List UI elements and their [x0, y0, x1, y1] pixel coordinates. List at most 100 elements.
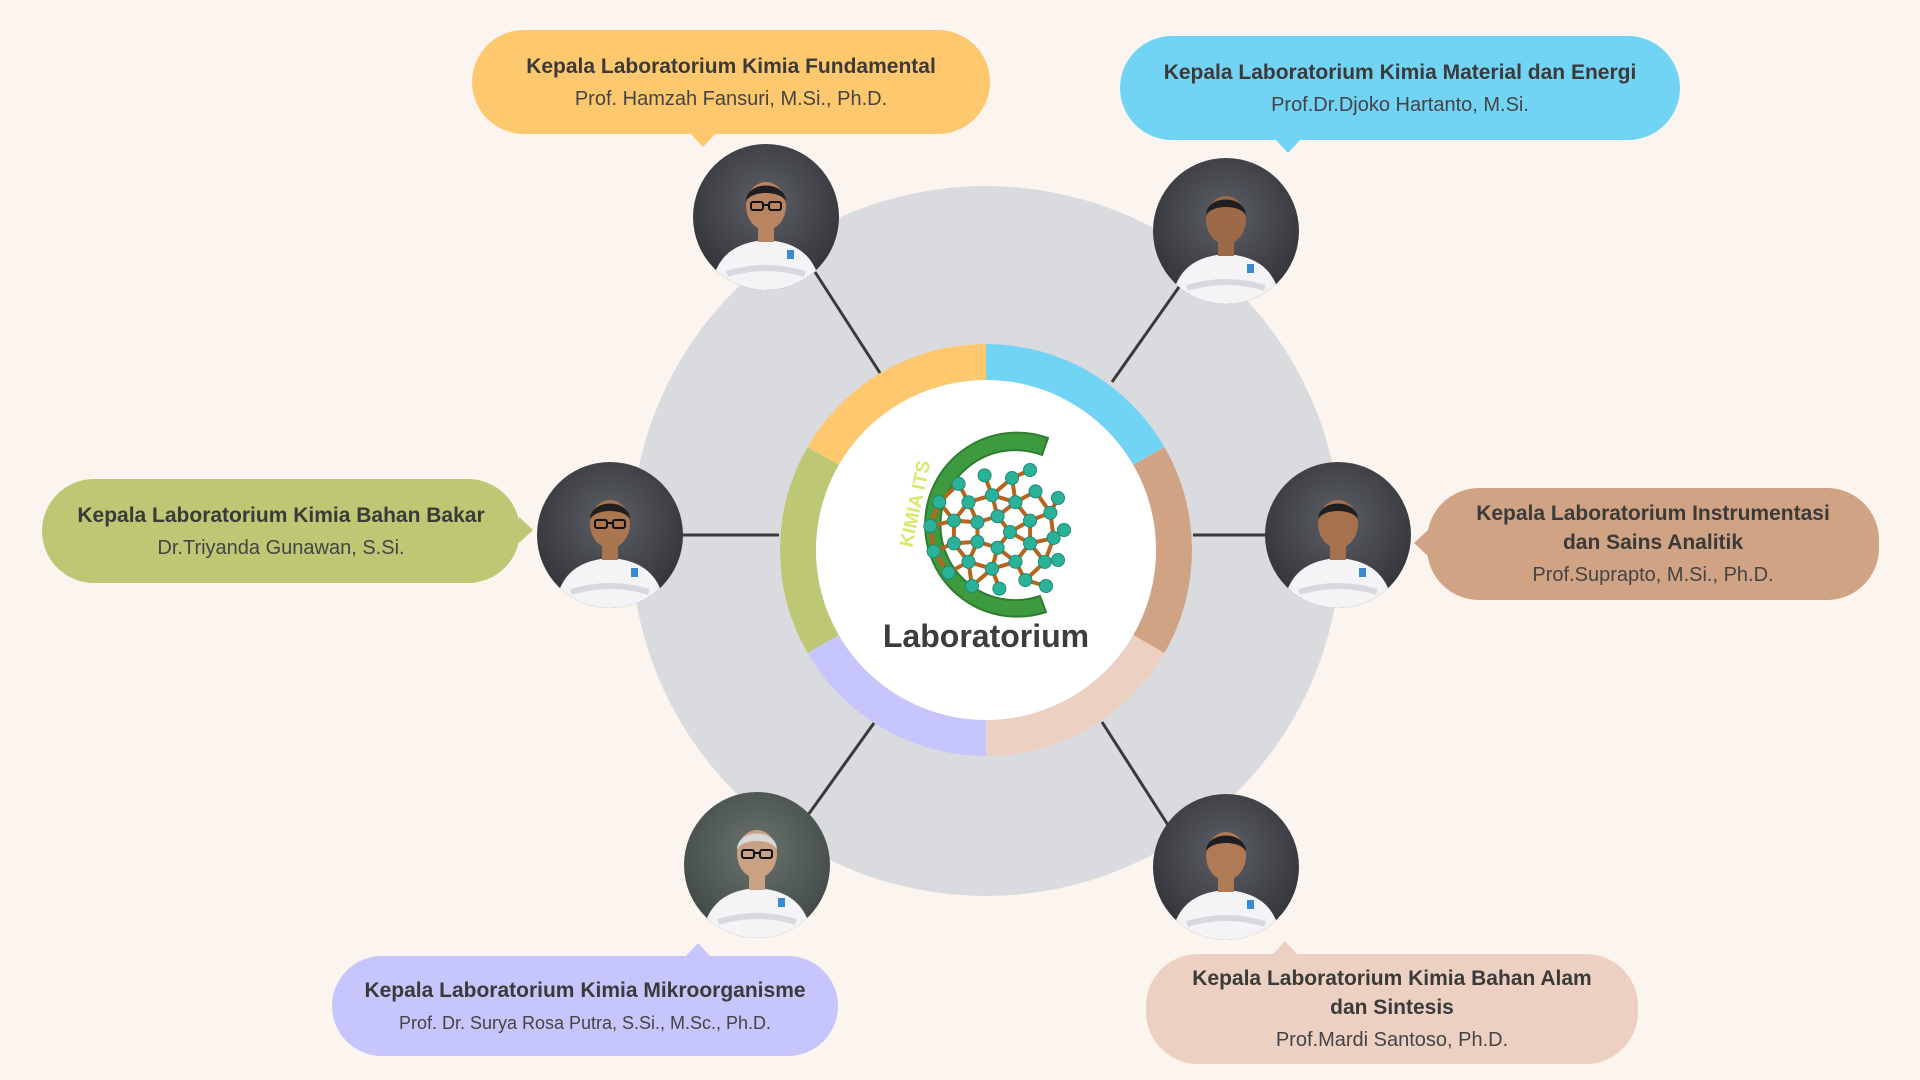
portrait-fundamental — [693, 144, 839, 290]
person-photo — [1265, 462, 1411, 608]
hair — [1206, 199, 1246, 216]
glasses — [594, 519, 626, 529]
connector-material-energi — [1110, 286, 1181, 383]
connector-bahan-alam — [1100, 721, 1170, 826]
bubble-title: Kepala Laboratorium Kimia Material dan E… — [1163, 60, 1637, 84]
atom — [1057, 523, 1071, 537]
glasses — [741, 849, 773, 859]
buckyball-molecule — [923, 463, 1071, 596]
bubble-material-energi: Kepala Laboratorium Kimia Material dan E… — [1120, 36, 1680, 153]
atom — [1043, 505, 1058, 520]
portrait-material-energi — [1153, 158, 1299, 304]
atom — [1046, 530, 1061, 545]
its-badge — [1359, 568, 1366, 577]
ring-segment-instrumentasi — [1133, 447, 1192, 653]
atom — [985, 561, 999, 576]
bubble-bahan-bakar: Kepala Laboratorium Kimia Bahan Bakar Dr… — [42, 479, 533, 583]
bubble-bahan-alam: Kepala Laboratorium Kimia Bahan Alam dan… — [1146, 941, 1638, 1064]
atom — [1008, 554, 1023, 569]
bubble-title: Kepala Laboratorium Kimia Bahan Bakar — [77, 503, 485, 527]
bubble-title-line-1: Kepala Laboratorium Instrumentasi — [1476, 502, 1830, 525]
atom — [977, 468, 992, 483]
hair — [1206, 835, 1246, 852]
its-badge — [1247, 264, 1254, 273]
center-disc — [816, 380, 1156, 720]
bubble-title-line-2: dan Sains Analitik — [1562, 531, 1744, 554]
atom — [932, 495, 947, 510]
connector-mikroorganisme — [806, 722, 876, 816]
atom — [1003, 525, 1017, 539]
bubble-name: Prof.Suprapto, M.Si., Ph.D. — [1532, 564, 1774, 586]
atom — [1023, 536, 1038, 551]
atom — [1008, 495, 1023, 510]
atom — [1051, 553, 1065, 567]
bubble-tail — [690, 133, 716, 147]
bubble-fundamental: Kepala Laboratorium Kimia Fundamental Pr… — [472, 30, 990, 147]
person-photo — [684, 792, 830, 938]
bubble-tail — [1275, 139, 1301, 153]
its-badge — [1247, 900, 1254, 909]
bubble-tail — [685, 943, 711, 957]
atom — [946, 536, 961, 551]
atom — [1023, 513, 1038, 528]
atom — [961, 554, 976, 569]
bubble-mikroorganisme: Kepala Laboratorium Kimia Mikroorganisme… — [332, 943, 838, 1056]
molecule-atoms — [923, 463, 1071, 596]
ring-segment-mikroorganisme — [807, 635, 986, 756]
its-badge — [631, 568, 638, 577]
hair — [737, 833, 777, 850]
atom — [990, 509, 1005, 524]
ring-segment-bahan-bakar — [780, 447, 839, 653]
color-ring — [780, 344, 1192, 756]
atom — [1023, 463, 1037, 477]
atom — [946, 513, 961, 528]
atom — [1028, 484, 1043, 499]
atom — [964, 578, 979, 593]
person-photo — [1153, 794, 1299, 940]
atom — [1018, 573, 1033, 588]
ring-segment-material-energi — [986, 344, 1165, 465]
portrait-bahan-alam — [1153, 794, 1299, 940]
ring-segment-fundamental — [807, 344, 986, 465]
atom — [992, 581, 1007, 596]
connectors — [683, 271, 1267, 826]
atom — [985, 488, 999, 503]
atom — [941, 565, 956, 580]
bubble-name: Prof.Mardi Santoso, Ph.D. — [1275, 1029, 1509, 1051]
person-photo — [693, 144, 839, 290]
ring-segment-bahan-alam — [986, 635, 1165, 756]
person-photo — [537, 462, 683, 608]
bubble-title: Kepala Laboratorium Kimia Fundamental — [526, 54, 936, 78]
bubble-name: Prof.Dr.Djoko Hartanto, M.Si. — [1271, 93, 1529, 116]
bubble-tail — [1414, 530, 1428, 556]
atom — [990, 540, 1005, 555]
portrait-bahan-bakar — [537, 462, 683, 608]
center-label: Laboratorium — [882, 618, 1090, 654]
atom — [926, 544, 941, 559]
bubble-name: Prof. Dr. Surya Rosa Putra, S.Si., M.Sc.… — [398, 1012, 772, 1033]
bubble-tail — [519, 517, 533, 543]
kimia-its-logo: KIMIA ITS — [896, 431, 1071, 618]
bubble-title-line-2: dan Sintesis — [1330, 996, 1454, 1019]
glasses — [750, 201, 782, 211]
atom — [1039, 579, 1053, 593]
atom — [961, 495, 976, 510]
atom — [970, 534, 985, 549]
atom — [1051, 491, 1065, 505]
bubble-title-line-1: Kepala Laboratorium Kimia Bahan Alam — [1192, 967, 1592, 990]
atom — [923, 519, 938, 534]
hair — [1318, 503, 1358, 520]
atom — [1005, 471, 1020, 486]
connector-fundamental — [813, 271, 882, 374]
atom — [1037, 554, 1052, 569]
person-photo — [1153, 158, 1299, 304]
its-badge — [778, 898, 785, 907]
bubble-tail — [1272, 941, 1298, 955]
bubble-name: Prof. Hamzah Fansuri, M.Si., Ph.D. — [574, 87, 888, 110]
atom — [970, 515, 985, 530]
bubble-title: Kepala Laboratorium Kimia Mikroorganisme — [364, 978, 806, 1002]
atom — [951, 476, 966, 491]
portrait-instrumentasi — [1265, 462, 1411, 608]
